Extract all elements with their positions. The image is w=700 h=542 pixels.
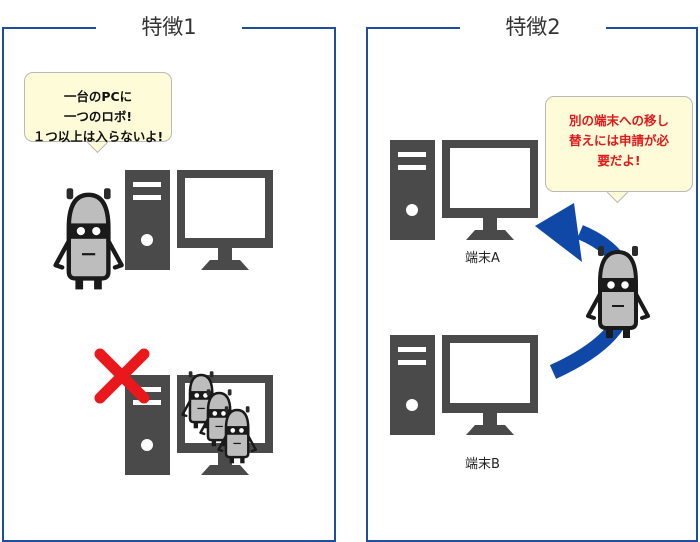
- speech-bubble-one-robot: 一台のPCに 一つのロボ! １つ以上は入らないよ!: [24, 72, 172, 144]
- cross-icon: [94, 348, 150, 404]
- terminal-b-label: 端末B: [465, 457, 500, 472]
- terminal-a-label: 端末A: [465, 251, 500, 266]
- feature-2-title: 特徴2: [460, 12, 606, 42]
- speech-bubble-transfer: 別の端末への移し 替えには申請が必 要だよ!: [545, 96, 693, 192]
- feature-1-title: 特徴1: [96, 12, 242, 42]
